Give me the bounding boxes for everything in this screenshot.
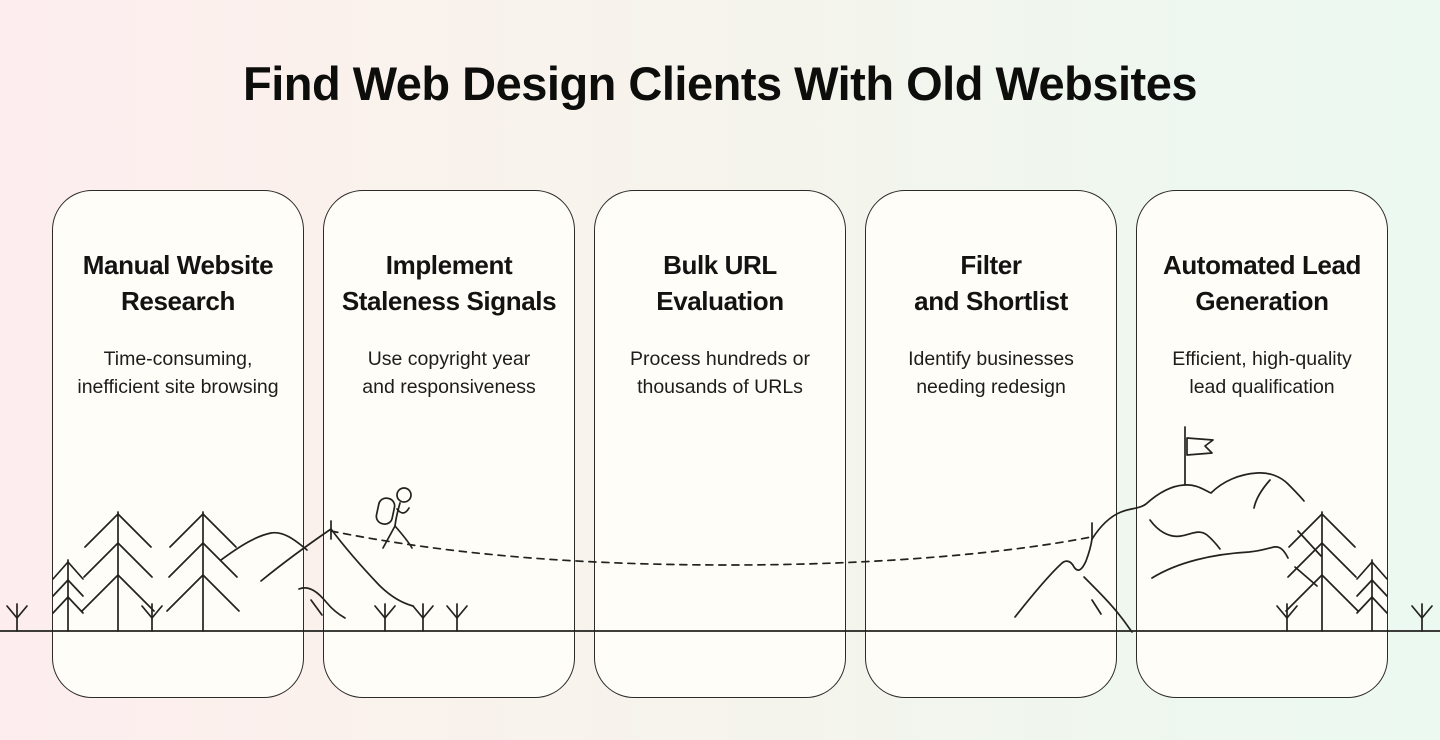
step-subtitle: Efficient, high-quality lead qualificati…: [1137, 345, 1387, 401]
step-title-line: Automated Lead: [1162, 250, 1362, 280]
sprout-icon: [1411, 603, 1433, 632]
step-title: Implement Staleness Signals: [324, 247, 574, 319]
steps-row: Manual Website Research Time-consuming, …: [52, 190, 1388, 698]
step-subtitle-line: Use copyright year: [367, 348, 531, 370]
step-title-line: Bulk URL: [663, 250, 777, 280]
step-title-line: Filter: [960, 250, 1022, 280]
step-card-filter-shortlist: Filter and Shortlist Identify businesses…: [865, 190, 1117, 698]
step-subtitle-line: needing redesign: [916, 376, 1066, 398]
step-subtitle-line: lead qualification: [1189, 376, 1335, 398]
step-card-automated-lead-gen: Automated Lead Generation Efficient, hig…: [1136, 190, 1388, 698]
step-title-line: Staleness Signals: [341, 286, 557, 316]
step-subtitle-line: inefficient site browsing: [77, 376, 279, 398]
step-card-staleness-signals: Implement Staleness Signals Use copyrigh…: [323, 190, 575, 698]
page-title: Find Web Design Clients With Old Website…: [243, 57, 1197, 110]
step-title-line: Implement: [385, 250, 513, 280]
step-title: Filter and Shortlist: [866, 247, 1116, 319]
step-title: Bulk URL Evaluation: [595, 247, 845, 319]
step-subtitle-line: Time-consuming,: [103, 348, 253, 370]
step-subtitle-line: and responsiveness: [362, 376, 536, 398]
step-title-line: and Shortlist: [914, 286, 1068, 316]
step-subtitle: Process hundreds or thousands of URLs: [595, 345, 845, 401]
step-title: Manual Website Research: [53, 247, 303, 319]
step-subtitle-line: thousands of URLs: [637, 376, 803, 398]
step-subtitle-line: Efficient, high-quality: [1172, 348, 1352, 370]
step-title-line: Generation: [1195, 286, 1329, 316]
step-title: Automated Lead Generation: [1137, 247, 1387, 319]
step-card-bulk-url-evaluation: Bulk URL Evaluation Process hundreds or …: [594, 190, 846, 698]
step-title-line: Evaluation: [656, 286, 784, 316]
step-subtitle: Use copyright year and responsiveness: [324, 345, 574, 401]
step-title-line: Manual Website: [82, 250, 274, 280]
step-card-manual-research: Manual Website Research Time-consuming, …: [52, 190, 304, 698]
step-subtitle: Time-consuming, inefficient site browsin…: [53, 345, 303, 401]
step-subtitle-line: Process hundreds or: [630, 348, 810, 370]
step-subtitle-line: Identify businesses: [908, 348, 1074, 370]
step-title-line: Research: [121, 286, 235, 316]
sprout-icon: [6, 603, 28, 632]
step-subtitle: Identify businesses needing redesign: [866, 345, 1116, 401]
